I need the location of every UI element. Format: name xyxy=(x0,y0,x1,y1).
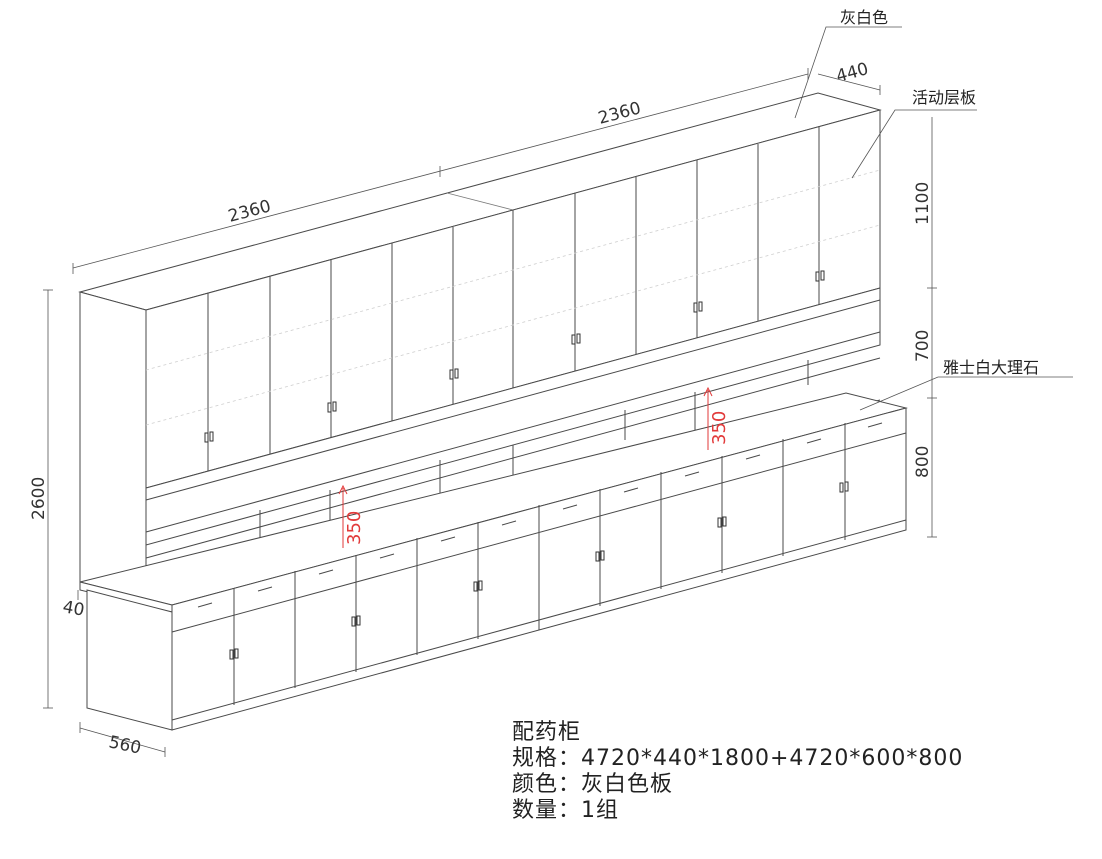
dimension-lines xyxy=(43,26,1073,757)
dim-depth-top: 440 xyxy=(834,59,871,87)
shelf-callout-leader xyxy=(851,109,977,179)
dim-plinth: 40 xyxy=(61,597,86,620)
spec-size: 规格：4720*440*1800+4720*600*800 xyxy=(512,746,964,771)
specification-block: 配药柜 规格：4720*440*1800+4720*600*800 颜色：灰白色… xyxy=(512,720,963,824)
base-left-side-panel xyxy=(86,589,173,731)
upper-door-handles xyxy=(204,270,825,443)
dim-top-right-width: 2360 xyxy=(596,98,643,129)
spec-color: 颜色：灰白色板 xyxy=(512,772,674,797)
dim-middle-height: 700 xyxy=(913,330,933,362)
callout-color-note: 灰白色 xyxy=(840,8,888,27)
color-callout-leader xyxy=(794,26,902,119)
callout-top-note: 雅士白大理石 xyxy=(943,358,1039,377)
callout-shelf-note: 活动层板 xyxy=(912,88,976,107)
upper-cabinet xyxy=(78,92,882,601)
dim-niche-right: 350 xyxy=(709,411,730,445)
dim-upper-height: 1100 xyxy=(913,182,933,225)
spec-quantity: 数量：1组 xyxy=(512,798,619,823)
upper-left-side-panel xyxy=(79,291,147,601)
spec-name: 配药柜 xyxy=(512,720,582,745)
middle-shelf-band xyxy=(145,287,881,546)
top-callout-leader xyxy=(859,376,1073,411)
dim-top-left-width: 2360 xyxy=(226,196,273,227)
dim-depth-base: 560 xyxy=(107,732,143,758)
dim-base-height: 800 xyxy=(913,446,933,478)
drawer-handles xyxy=(197,422,883,608)
dim-total-height: 2600 xyxy=(29,477,49,520)
dim-niche-left: 350 xyxy=(344,511,365,545)
base-door-lines xyxy=(233,423,846,705)
base-cabinet xyxy=(79,392,908,731)
base-door-handles xyxy=(229,481,849,660)
